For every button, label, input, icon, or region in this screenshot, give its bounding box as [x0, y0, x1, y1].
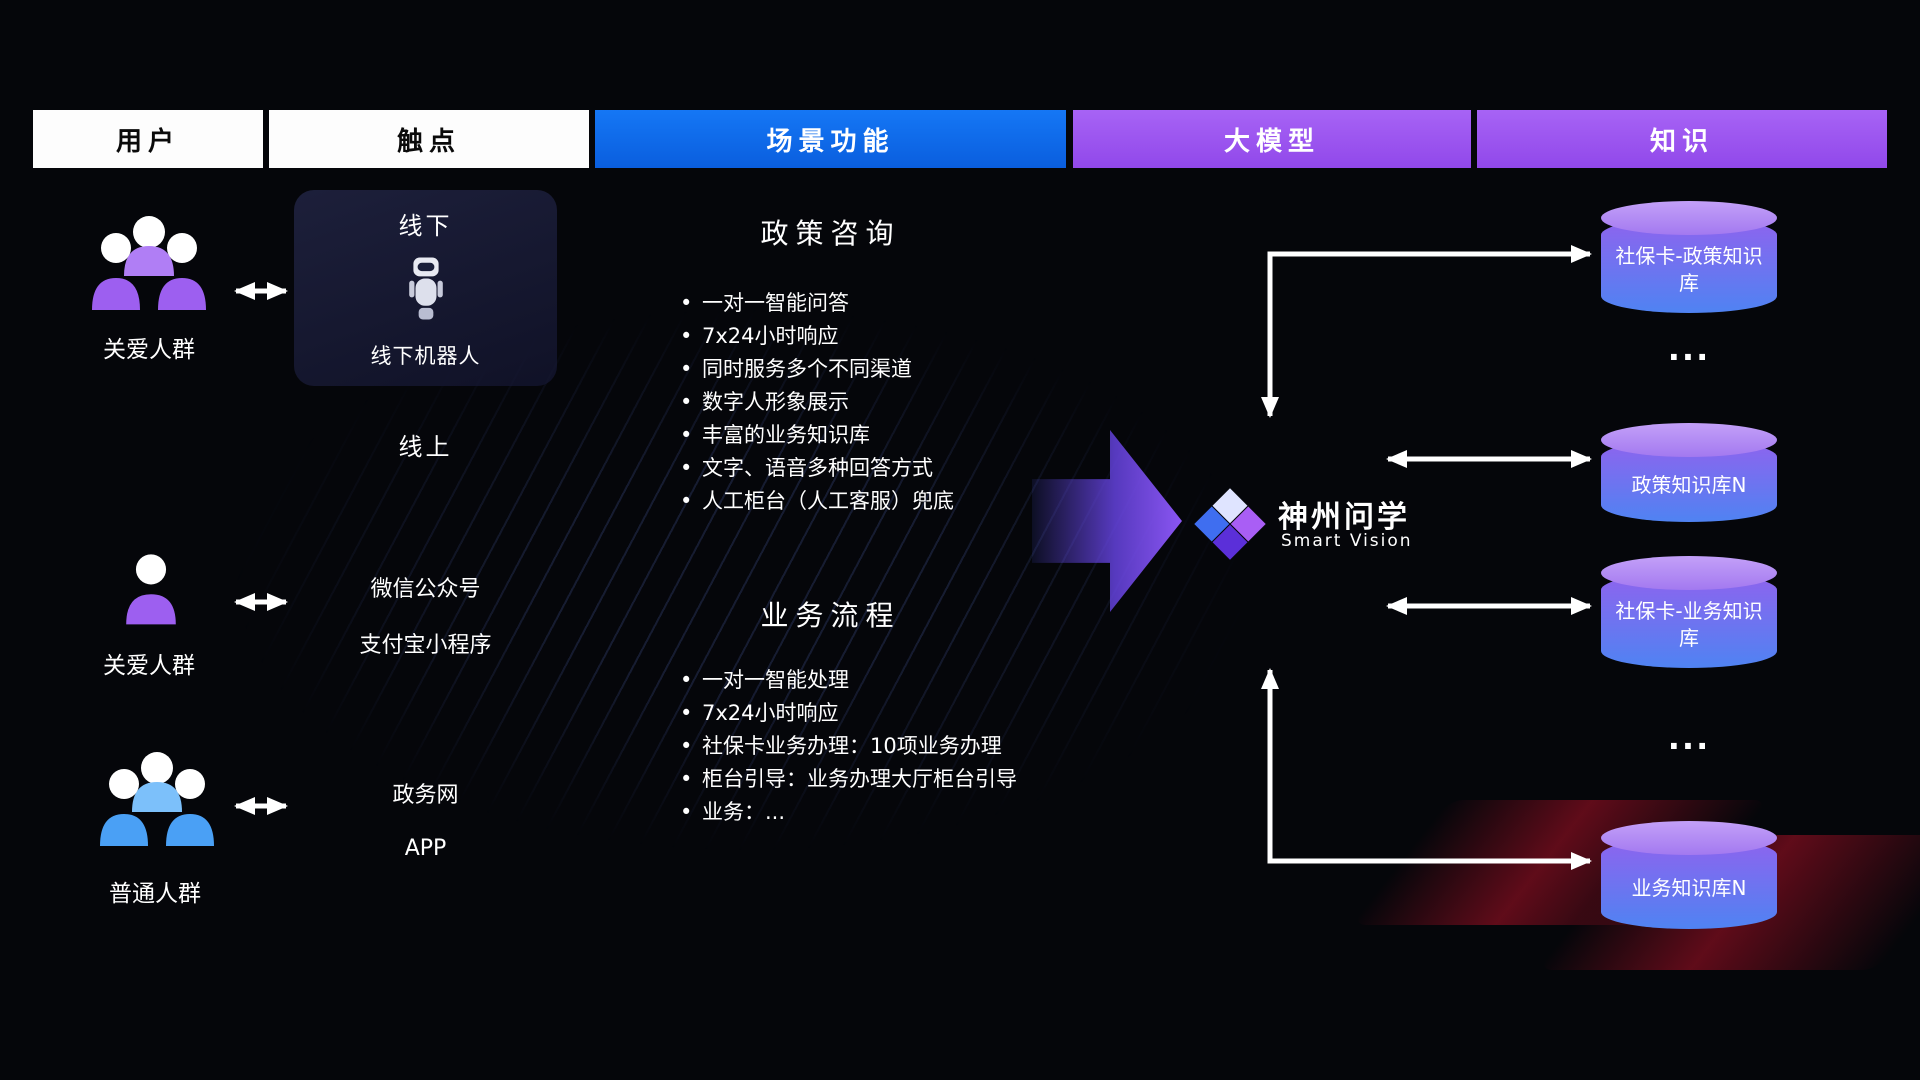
scenario-title-business: 业务流程: [760, 599, 901, 632]
user-label: 普通人群: [109, 881, 201, 907]
knowledge-db-label: 社保卡-政策知识库: [1615, 244, 1763, 295]
knowledge-db-policy-n: 政策知识库N: [1601, 423, 1777, 522]
user-group-icon: [84, 212, 214, 314]
touchpoint-app: APP: [404, 836, 447, 861]
online-title: 线上: [398, 433, 453, 461]
bullet-item: 丰富的业务知识库: [678, 419, 954, 452]
knowledge-db-label: 政策知识库N: [1631, 473, 1747, 497]
header-scenarios: 场景功能: [595, 110, 1066, 168]
scenario-business-bullets: 一对一智能处理 7x24小时响应 社保卡业务办理：10项业务办理 柜台引导：业务…: [678, 664, 1017, 829]
scenario-title-policy: 政策咨询: [760, 217, 901, 250]
knowledge-db-label: 业务知识库N: [1631, 875, 1747, 900]
user-label: 关爱人群: [103, 653, 195, 679]
bullet-item: 数字人形象展示: [678, 386, 954, 419]
knowledge-db-business-n: 业务知识库N: [1601, 821, 1777, 929]
ellipsis: ...: [1667, 330, 1711, 368]
header-knowledge: 知识: [1477, 110, 1887, 168]
header-touchpoints: 触点: [269, 110, 589, 168]
model-name: 神州问学: [1278, 500, 1410, 535]
bullet-item: 7x24小时响应: [678, 697, 1017, 730]
robot-icon: [405, 255, 447, 327]
scenario-policy-bullets: 一对一智能问答 7x24小时响应 同时服务多个不同渠道 数字人形象展示 丰富的业…: [678, 287, 954, 518]
user-group-icon: [92, 748, 222, 850]
touchpoint-gov: 政务网: [392, 783, 459, 808]
knowledge-db-policy-sscard: 社保卡-政策知识库: [1601, 201, 1777, 313]
user-label: 关爱人群: [103, 337, 195, 363]
bullet-item: 人工柜台（人工客服）兜底: [678, 485, 954, 518]
knowledge-db-label: 社保卡-业务知识库: [1615, 599, 1763, 650]
offline-title: 线下: [398, 212, 453, 240]
user-person-icon: [120, 548, 182, 632]
touchpoint-wechat: 微信公众号: [370, 577, 481, 602]
bullet-item: 一对一智能处理: [678, 664, 1017, 697]
knowledge-db-business-sscard: 社保卡-业务知识库: [1601, 556, 1777, 668]
logo-diamond-icon: [1192, 486, 1268, 566]
offline-touchpoint-card: 线下 线下机器人: [294, 190, 557, 386]
cylinder-top: [1601, 201, 1777, 235]
model-subtitle: Smart Vision: [1281, 531, 1413, 551]
header-model: 大模型: [1073, 110, 1471, 168]
bullet-item: 7x24小时响应: [678, 320, 954, 353]
bullet-item: 同时服务多个不同渠道: [678, 353, 954, 386]
cylinder-top: [1601, 821, 1777, 855]
bullet-item: 一对一智能问答: [678, 287, 954, 320]
touchpoint-alipay: 支付宝小程序: [359, 633, 492, 658]
bullet-item: 业务：...: [678, 796, 1017, 829]
bullet-item: 社保卡业务办理：10项业务办理: [678, 730, 1017, 763]
offline-robot-label: 线下机器人: [370, 344, 481, 368]
header-users: 用户: [33, 110, 263, 168]
cylinder-top: [1601, 423, 1777, 457]
bullet-item: 柜台引导：业务办理大厅柜台引导: [678, 763, 1017, 796]
cylinder-top: [1601, 556, 1777, 590]
ellipsis: ...: [1667, 719, 1711, 757]
bullet-item: 文字、语音多种回答方式: [678, 452, 954, 485]
